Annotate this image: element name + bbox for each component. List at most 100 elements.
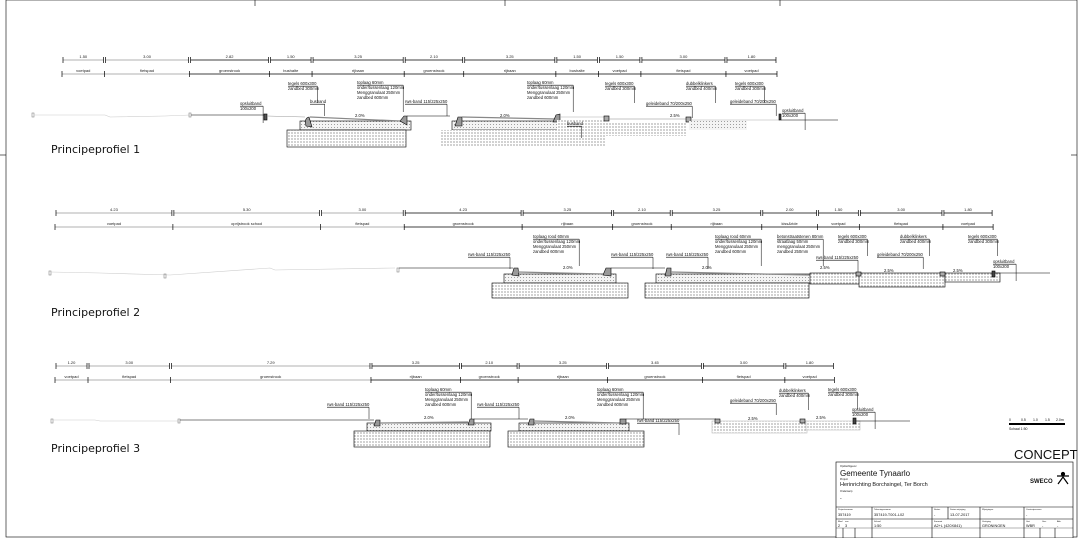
annotation-callout: busband [310, 99, 327, 116]
dimension-value: 5.30 [243, 207, 252, 212]
dimension-value: 3.25 [563, 207, 572, 212]
checked-by: - [1042, 524, 1044, 528]
annotation-text: opsluitband [782, 108, 804, 113]
drawn-by: WBR [1026, 524, 1035, 528]
annotation-callout: 2.0% [424, 415, 434, 420]
annotation-text: tegels 600x300 [838, 234, 867, 239]
zone-label: groenstrook [423, 68, 444, 73]
approved-by: - [1057, 524, 1059, 528]
annotation-text: 2.0% [565, 415, 575, 420]
annotation-text: zandbed 600mm [597, 402, 629, 407]
zone-label: rijbaan [710, 221, 722, 226]
annotation-text: 2.0% [563, 265, 573, 270]
annotation-text: dubbelklinkers [900, 234, 927, 239]
dimension-value: 1.20 [68, 360, 77, 365]
zone-label: rijbaan [561, 221, 573, 226]
scale-tick: 1.5 [1045, 418, 1050, 422]
status-value: - [934, 513, 936, 517]
annotation-text: rws-band 115/225x250 [637, 418, 680, 423]
annotation-callout: 2.0% [702, 265, 712, 270]
annotation-text: toplaag rood 60mm [715, 234, 752, 239]
annotation-text: opsluitband [852, 407, 874, 412]
field-label: Blad [838, 521, 843, 523]
annotation-text: onder/tussenlaag 120mm [425, 392, 473, 397]
dimension-value: 3.25 [506, 54, 515, 59]
annotation-text: 2.5% [816, 415, 826, 420]
annotation-text: toplaag 60mm [597, 387, 624, 392]
annotation-text: zandbed 400mm [779, 393, 811, 398]
title-block [835, 461, 1074, 538]
annotation-text: tegels 600x300 [735, 81, 764, 86]
annotation-text: onder/tussenlaag 120mm [357, 85, 405, 90]
annotation-callout: busband [567, 121, 584, 138]
subject-value: - [840, 496, 842, 502]
project-name: Herinrichting Borchsingel, Ter Borch [840, 482, 928, 488]
field-label: Wijzigingen [982, 509, 994, 511]
annotation-text: tegels 600x300 [828, 387, 857, 392]
field-label: Gec. [1042, 521, 1047, 523]
annotation-text: 100x200 [782, 113, 799, 118]
annotation-text: toplaag 60mm [357, 80, 384, 85]
annotation-text: opsluitband [993, 259, 1015, 264]
sweco-logo-icon [1057, 471, 1069, 485]
project-label: Project [840, 478, 848, 481]
annotation-text: onder/tussenlaag 120mm [715, 239, 763, 244]
annotation-callout: rws-band 115/225x250 [666, 252, 709, 269]
field-label: Schaal [874, 521, 881, 523]
annotation-text: geleideband 70/200x250 [646, 101, 693, 106]
dimension-value: 3.00 [897, 207, 906, 212]
scale-value: 1:50 [874, 524, 881, 528]
zone-label: groenstrook [219, 68, 240, 73]
annotation-text: toplaag 60mm [527, 80, 554, 85]
annotation-text: busband [310, 99, 327, 104]
dimension-value: 3.45 [651, 360, 660, 365]
annotation-callout: rws-band 115/225x250 [816, 255, 859, 272]
annotation-text: geleideband 70/200x250 [730, 99, 777, 104]
annotation-text: geleideband 70/200x250 [877, 252, 924, 257]
subject-label: Onderwerp [840, 490, 853, 493]
field-label: Datum wijziging [950, 508, 966, 511]
annotation-callout: geleideband 70/200x250 [730, 398, 777, 415]
profile-3-section [50, 417, 910, 448]
client-name: Gemeente Tynaarlo [840, 469, 911, 478]
annotation-text: zandbed 300mm [968, 239, 1000, 244]
annotation-text: zandbed 300mm [735, 86, 767, 91]
zone-label: voetpad [831, 221, 845, 226]
annotation-callout: 2.5% [820, 265, 830, 270]
annotation-text: betonstraatstenen 80mm [777, 234, 824, 239]
zone-label: fietspad [355, 221, 369, 226]
sweco-logo: SWECO [1030, 479, 1053, 485]
annotation-text: 2.0% [424, 415, 434, 420]
dimension-value: 3.00 [680, 54, 689, 59]
scale-tick: 0.5 [1021, 418, 1026, 422]
dimension-value: 2.10 [638, 207, 647, 212]
concept-stamp: CONCEPT [1014, 447, 1078, 462]
dimension-value: 1.80 [806, 360, 815, 365]
field-label: Get. [1026, 520, 1031, 523]
zone-label: voetpad [802, 374, 816, 379]
title-block-text: Opdrachtgever Gemeente Tynaarlo Project … [838, 465, 1069, 528]
annotation-text: opsluitband [240, 101, 262, 106]
annotation-text: Menggranulaat 250mm [597, 397, 641, 402]
annotation-text: rws-band 115/225x250 [405, 99, 448, 104]
zone-label: groenstrook [631, 221, 652, 226]
annotation-text: 2.5% [748, 416, 758, 421]
drawing-number: 357419-T001-L02 [874, 513, 904, 517]
annotation-text: Menggranulaat 250mm [425, 397, 469, 402]
zone-label: fietspad [894, 221, 908, 226]
annotation-text: menggranulaat 250mm [777, 244, 821, 249]
dimension-value: 2.00 [786, 207, 795, 212]
zone-label: rijbaan [504, 68, 516, 73]
annotation-text: 100x200 [993, 264, 1010, 269]
annotation-text: 2.5% [670, 113, 680, 118]
sheet-number: 2 [838, 524, 840, 528]
annotation-callout: 2.5% [748, 416, 758, 421]
annotation-text: 2.5% [953, 268, 963, 273]
